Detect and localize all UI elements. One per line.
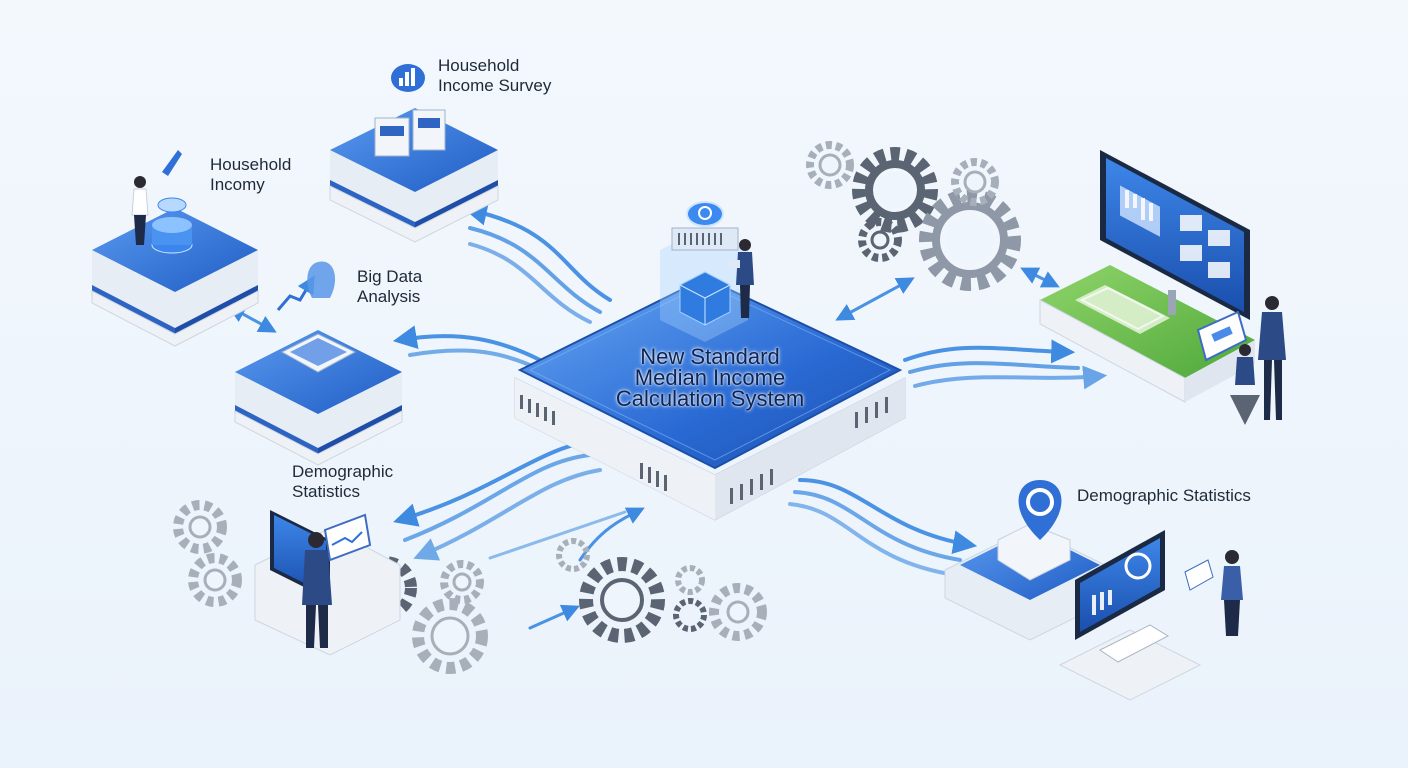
gear-icon [951,158,999,206]
gear-icon [673,598,707,632]
label-household-income-survey: Household Income Survey [438,56,552,95]
central-hub [514,201,906,521]
gear-icon [556,538,590,572]
tablet-icon [1196,310,1248,362]
chart-panel-icon [323,513,372,562]
growth-chart-icon [276,275,315,311]
demographic-left-workstation [173,500,488,674]
gear-cluster-top [806,141,1021,291]
gear-icon [188,553,242,607]
arrow-gears-monitor [1020,267,1060,288]
location-pin-icon [1018,480,1062,540]
gear-icon [709,583,767,641]
gear-icon [919,189,1021,291]
man-person-icon [1258,296,1286,420]
arrow-to-gears-top [835,277,915,321]
woman-person-icon [131,176,149,245]
income-survey-chart-icon [391,64,425,92]
label-demographic-statistics-right: Demographic Statistics [1077,486,1251,505]
demographic-right-platform [944,480,1243,701]
woman-presenter-icon [1184,550,1243,636]
label-big-data-analysis: Big Data Analysis [357,267,423,306]
arrow-to-monitor [903,339,1108,390]
tool-icon [162,150,182,176]
gear-icon [440,560,484,604]
analyst-person-icon [728,239,754,318]
arrow-to-demographic-left [393,438,602,561]
label-household-incomy: Household Incomy [210,155,292,194]
gear-icon [412,598,488,674]
label-demographic-statistics-left: Demographic Statistics [292,462,394,501]
gear-icon [675,565,705,595]
man-presenter-icon [302,532,332,648]
hub-title: New Standard Median Income Calculation S… [615,344,805,411]
gear-cluster-bottom [556,538,767,643]
head-profile-icon [307,261,336,298]
arrow-to-demographic-right [788,478,978,577]
income-survey-platform [329,64,499,243]
spreadsheet-icon [1075,285,1170,334]
database-icon [151,197,193,254]
desktop-monitor-icon [1058,530,1202,701]
arrow-to-big-data [392,325,547,374]
arrow-to-income-survey [462,201,612,324]
monitor-icon [1100,150,1250,320]
seated-person-icon [1230,344,1260,425]
gear-icon [858,218,902,262]
big-data-platform [234,261,403,466]
dashboard-workstation [1039,150,1286,425]
household-incomy-platform [91,150,259,347]
gear-icon [173,500,227,554]
gear-icon [579,557,665,643]
gear-icon [806,141,854,189]
hub-vents [520,395,888,504]
data-core-icon [660,201,748,342]
gear-icon [852,147,938,233]
